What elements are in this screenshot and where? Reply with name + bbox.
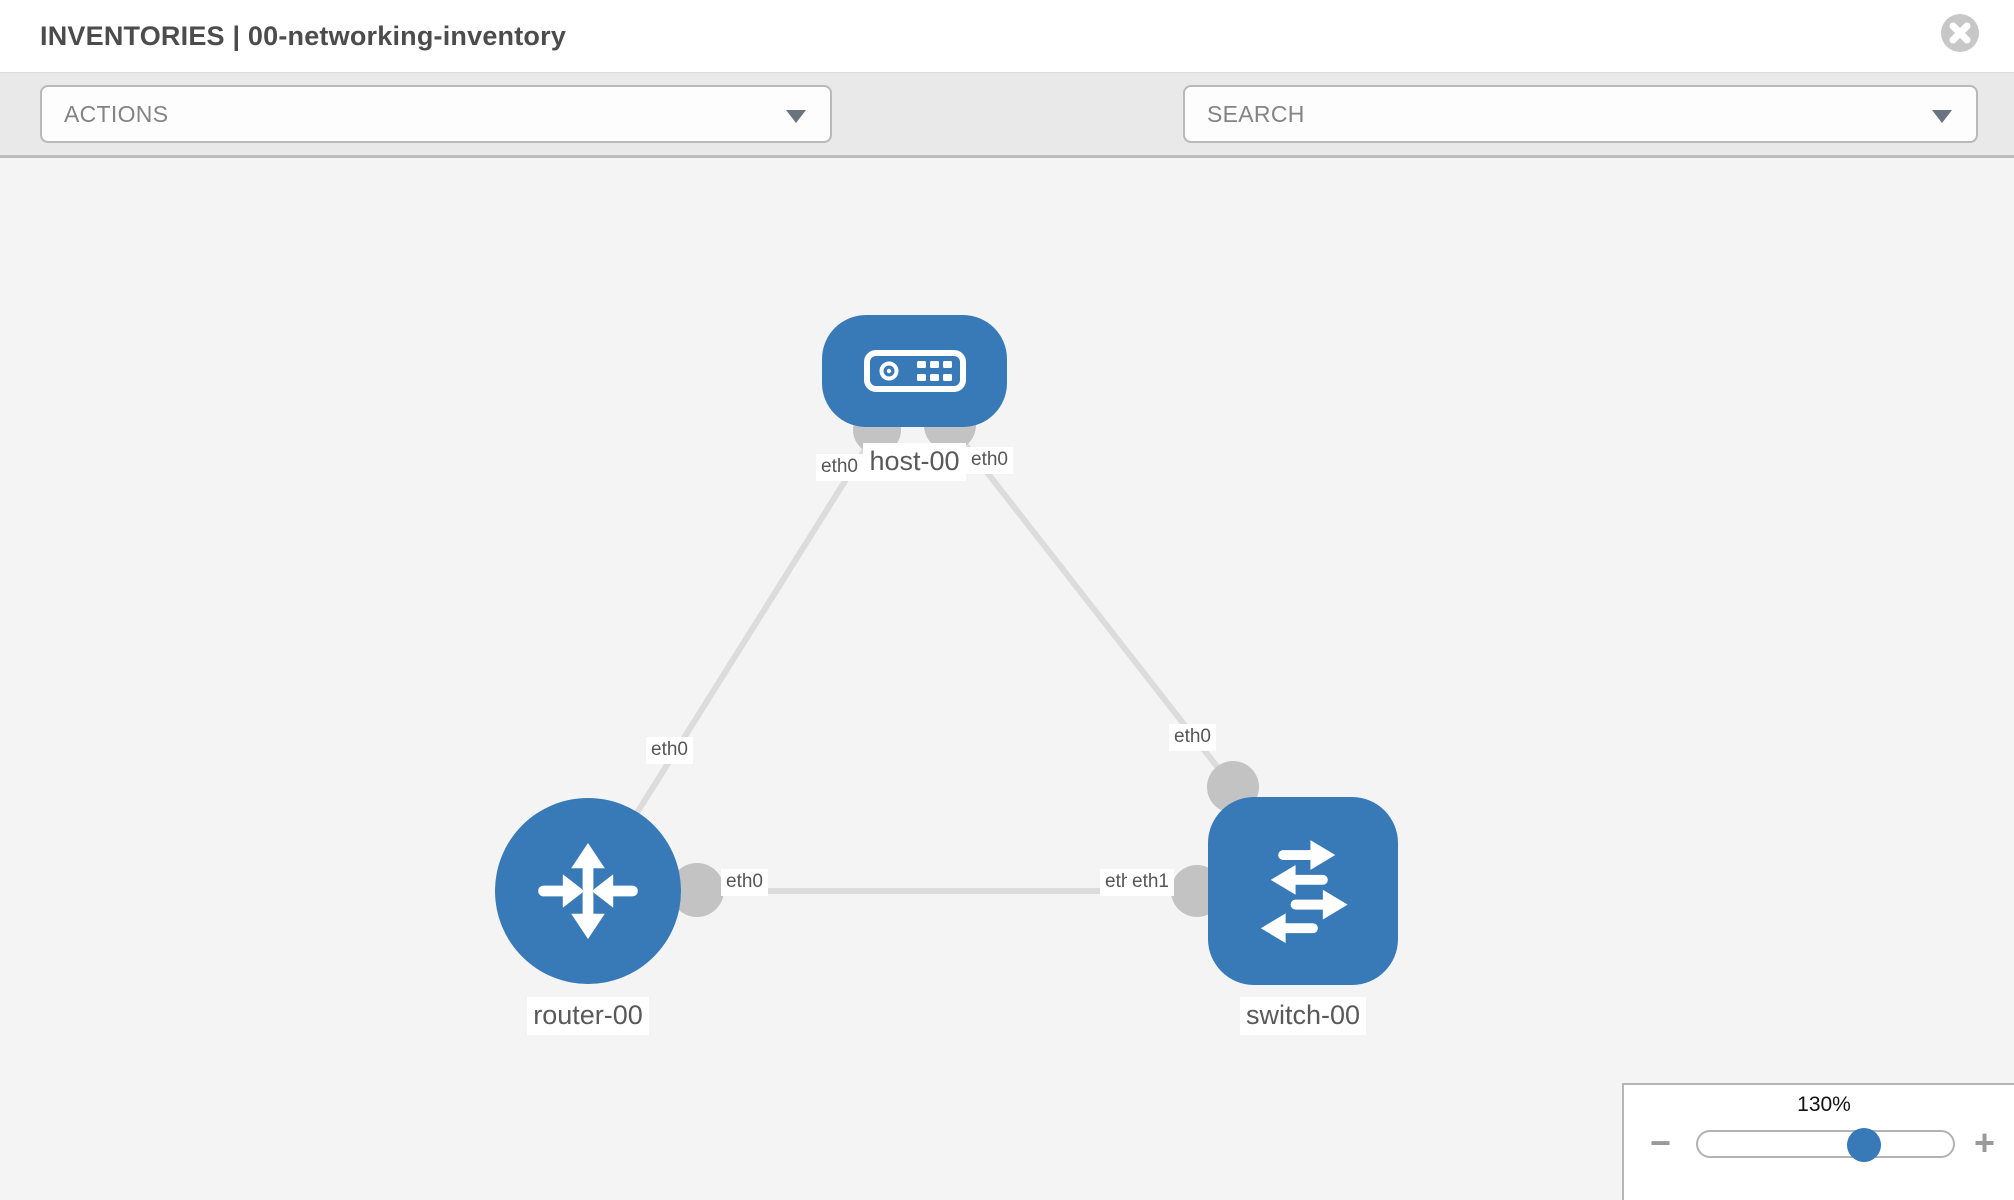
search-dropdown-label: SEARCH bbox=[1207, 101, 1305, 127]
chevron-down-icon bbox=[1932, 110, 1952, 123]
node-router-00[interactable] bbox=[495, 798, 681, 984]
host-icon bbox=[863, 350, 966, 392]
switch-icon bbox=[1260, 840, 1348, 944]
links-layer bbox=[585, 399, 1259, 917]
close-button[interactable] bbox=[1941, 14, 1979, 52]
actions-dropdown-label: ACTIONS bbox=[64, 101, 169, 127]
port-label-router-eth0: eth0 bbox=[721, 869, 768, 896]
port-circle[interactable] bbox=[670, 863, 724, 917]
zoom-out-button[interactable]: − bbox=[1650, 1122, 1672, 1163]
port-label-switch-eth0: eth0 bbox=[1169, 724, 1216, 751]
page-title: INVENTORIES | 00-networking-inventory bbox=[40, 21, 567, 51]
node-host-00[interactable] bbox=[822, 315, 1007, 427]
zoom-slider-track[interactable] bbox=[1696, 1130, 1955, 1158]
port-label-host-eth0: eth0 bbox=[816, 454, 863, 481]
zoom-in-button[interactable]: + bbox=[1974, 1122, 1996, 1163]
port-label-switch-eth1: eth1 bbox=[1127, 869, 1174, 896]
router-icon bbox=[538, 843, 638, 939]
toolbar: ACTIONS SEARCH bbox=[0, 72, 2014, 205]
zoom-panel: 130% − + bbox=[1622, 1083, 2014, 1200]
zoom-percent-value: 130% bbox=[1797, 1093, 1851, 1116]
page-header: INVENTORIES | 00-networking-inventory bbox=[0, 0, 2014, 72]
node-switch-00[interactable] bbox=[1208, 797, 1398, 985]
port-label-router-eth0: eth0 bbox=[646, 737, 693, 764]
topology-canvas[interactable]: host-00 router-00 switch-00 eth0 eth0 et… bbox=[0, 158, 2014, 1200]
search-dropdown[interactable]: SEARCH bbox=[1183, 85, 1978, 143]
port-label-host-eth0: eth0 bbox=[966, 447, 1013, 474]
actions-dropdown[interactable]: ACTIONS bbox=[40, 85, 832, 143]
close-icon bbox=[1949, 22, 1971, 44]
zoom-slider-handle[interactable] bbox=[1847, 1128, 1881, 1162]
port-label-overlap: eth0 eth1 bbox=[1100, 869, 1180, 897]
chevron-down-icon bbox=[786, 110, 806, 123]
